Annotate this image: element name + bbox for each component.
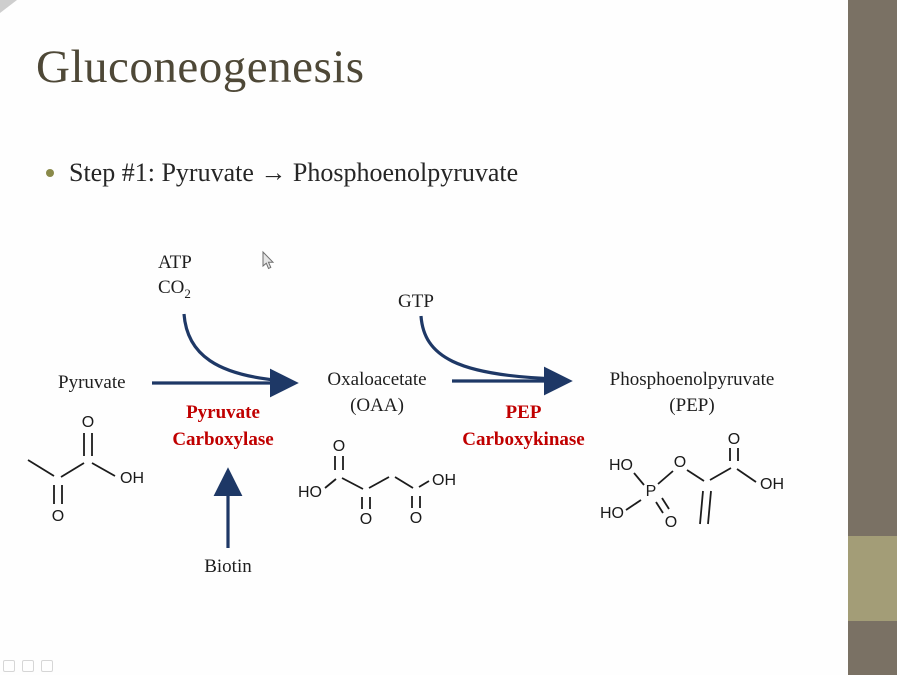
co2-base: CO (158, 277, 185, 298)
cofactor-gtp-label: GTP (398, 291, 434, 312)
pep-atom-ho-bottom: HO (600, 505, 624, 522)
intermediate-name: Oxaloacetate (327, 369, 427, 390)
intermediate-label-block: Oxaloacetate (OAA) (302, 367, 452, 419)
mouse-cursor (262, 250, 275, 270)
pyruvate-atom-o-carboxyl: O (82, 414, 94, 431)
oaa-atom-o-bottom-left: O (360, 511, 372, 528)
sidebar-band (848, 0, 897, 675)
player-control-icon-3[interactable] (41, 660, 53, 672)
product-abbr: (PEP) (669, 395, 715, 416)
intermediate-abbr: (OAA) (350, 395, 404, 416)
pep-atom-ho-top: HO (609, 457, 633, 474)
oaa-atom-o-bottom-right: O (410, 510, 422, 527)
oaa-atom-oh: OH (432, 472, 456, 489)
pyruvate-atom-o-ketone: O (52, 508, 64, 525)
slide-title: Gluconeogenesis (36, 41, 365, 93)
pyruvate-atom-oh: OH (120, 470, 144, 487)
bullet-text: Step #1: Pyruvate → Phosphoenolpyruvate (69, 158, 519, 187)
substrate-label: Pyruvate (58, 372, 126, 393)
enzyme1-line1: Pyruvate (186, 402, 260, 423)
player-control-icon-1[interactable] (3, 660, 15, 672)
enzyme2-line2: Carboxykinase (462, 429, 585, 450)
pep-atom-p: P (646, 483, 657, 500)
player-control-icon-2[interactable] (22, 660, 34, 672)
enzyme2-label: PEP Carboxykinase (436, 399, 611, 453)
co2-subscript: 2 (184, 285, 191, 301)
player-controls (3, 660, 53, 672)
pep-atom-o-carbonyl: O (728, 431, 740, 448)
enzyme1-line2: Carboxylase (172, 429, 274, 450)
pep-atom-oh: OH (760, 476, 784, 493)
pep-atom-o-phosphoryl: O (665, 514, 677, 531)
oaa-structure (324, 456, 430, 509)
product-name: Phosphoenolpyruvate (609, 369, 775, 390)
pyruvate-structure (27, 433, 116, 504)
oaa-atom-o-top: O (333, 438, 345, 455)
curve-atp-co2 (182, 313, 287, 383)
bullet-dot (46, 169, 54, 177)
enzyme1-label: Pyruvate Carboxylase (148, 399, 298, 453)
corner-artifact (0, 0, 17, 13)
product-label-block: Phosphoenolpyruvate (PEP) (583, 367, 801, 419)
cofactor-atp-label: ATP (158, 252, 192, 273)
pep-atom-o-bridge: O (674, 454, 686, 471)
curve-gtp (419, 315, 561, 381)
oaa-atom-ho: HO (298, 484, 322, 501)
biotin-label: Biotin (204, 556, 252, 577)
enzyme2-line1: PEP (505, 402, 542, 423)
bullet-row: Step #1: Pyruvate → Phosphoenolpyruvate (46, 158, 518, 188)
pep-structure (625, 448, 757, 525)
sidebar-accent-square (848, 536, 897, 621)
cofactor-co2-label: CO2 (158, 277, 191, 302)
